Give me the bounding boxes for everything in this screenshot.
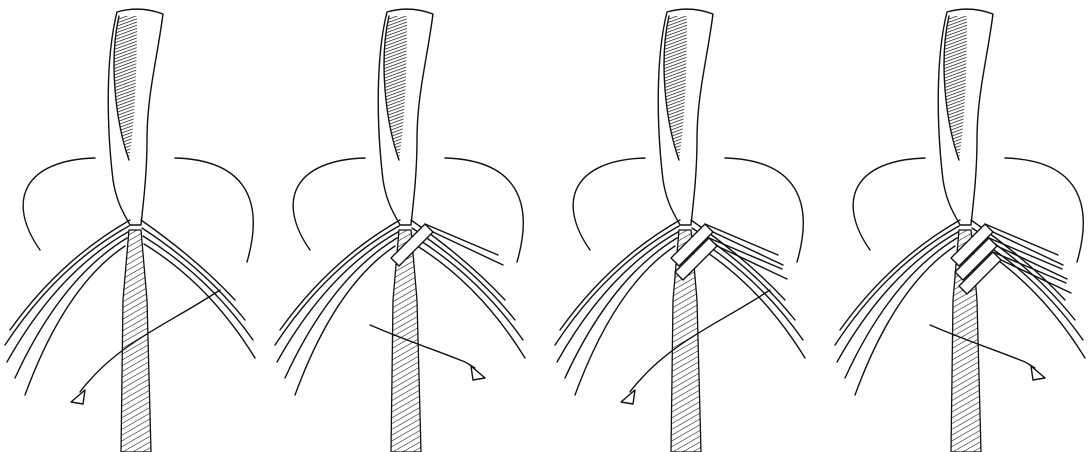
working-strand bbox=[630, 290, 770, 392]
left-strand bbox=[25, 246, 125, 395]
left-strand bbox=[555, 226, 679, 345]
tuck-tail bbox=[433, 232, 503, 265]
right-strand bbox=[413, 236, 523, 340]
working-strand bbox=[80, 290, 220, 392]
tuck-tail bbox=[985, 224, 1058, 255]
left-strand bbox=[835, 226, 959, 345]
left-strand bbox=[7, 232, 128, 362]
left-strand bbox=[295, 246, 395, 395]
right-strand bbox=[141, 220, 235, 300]
tuck-tail bbox=[705, 224, 778, 255]
left-strand bbox=[557, 232, 678, 362]
right-strand bbox=[143, 236, 253, 340]
arrowhead-icon bbox=[1031, 366, 1045, 380]
panel-3 bbox=[555, 9, 805, 452]
right-strand bbox=[414, 244, 525, 358]
panel-1 bbox=[5, 9, 255, 452]
right-strand bbox=[144, 244, 255, 358]
working-strand bbox=[370, 325, 475, 368]
left-strand bbox=[575, 246, 675, 395]
tuck-tail bbox=[425, 224, 498, 255]
arrowhead-icon bbox=[71, 390, 85, 404]
arrowhead-icon bbox=[621, 390, 635, 404]
panel-4 bbox=[835, 9, 1085, 452]
arrowhead-icon bbox=[471, 366, 485, 380]
left-strand bbox=[837, 232, 958, 362]
left-strand bbox=[277, 232, 398, 362]
left-strand bbox=[5, 226, 129, 345]
left-strand bbox=[275, 226, 399, 345]
panel-2 bbox=[275, 9, 525, 452]
left-strand bbox=[855, 246, 955, 395]
working-strand bbox=[930, 325, 1035, 368]
